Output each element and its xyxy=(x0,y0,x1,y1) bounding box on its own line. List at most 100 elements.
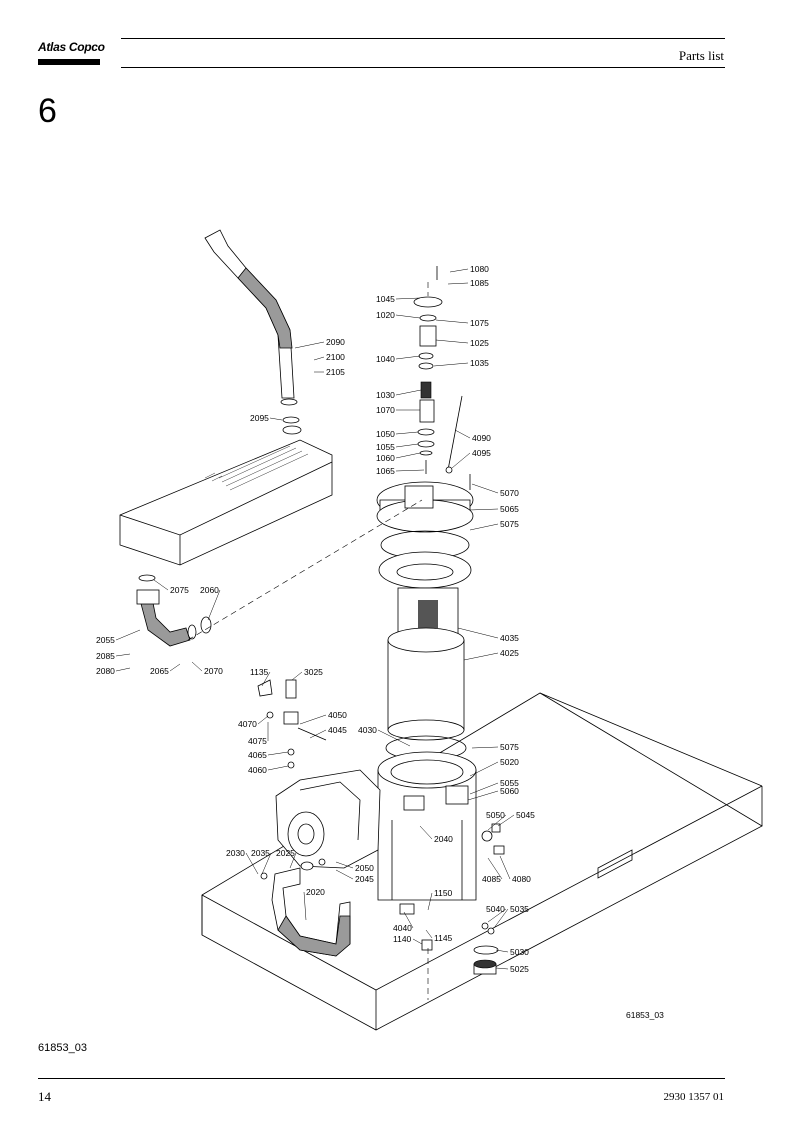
callout-5030: 5030 xyxy=(510,947,529,957)
callout-leader xyxy=(433,362,469,367)
footer-rule xyxy=(38,1078,725,1079)
callout-leader xyxy=(463,652,499,661)
callout-leader xyxy=(115,667,131,672)
callout-leader xyxy=(427,892,433,911)
callout-leader xyxy=(395,443,419,448)
callout-leader xyxy=(294,341,325,349)
header-rule-top xyxy=(121,38,725,39)
callout-4070: 4070 xyxy=(238,719,257,729)
callout-leader xyxy=(335,861,354,869)
callout-leader xyxy=(261,671,271,687)
callout-1020: 1020 xyxy=(376,310,395,320)
callout-leader xyxy=(403,911,414,929)
callout-5035: 5035 xyxy=(510,904,529,914)
callout-leader xyxy=(419,825,433,840)
callout-1055: 1055 xyxy=(376,442,395,452)
callout-4030: 4030 xyxy=(358,725,377,735)
callout-leader xyxy=(493,908,509,929)
callout-leader xyxy=(169,663,181,672)
oil-cooler xyxy=(119,439,333,566)
callout-leader xyxy=(457,627,499,639)
callout-leader xyxy=(245,852,259,875)
callout-1070: 1070 xyxy=(376,405,395,415)
callout-leader xyxy=(395,314,421,319)
callout-leader xyxy=(261,852,272,875)
callout-leader xyxy=(471,483,499,494)
callout-2040: 2040 xyxy=(434,834,453,844)
callout-leader xyxy=(469,523,499,531)
guide-line-a xyxy=(187,499,423,641)
callout-2045: 2045 xyxy=(355,874,374,884)
callout-1085: 1085 xyxy=(470,278,489,288)
callout-leader xyxy=(291,671,303,681)
callout-5075: 5075 xyxy=(500,519,519,529)
callout-1045: 1045 xyxy=(376,294,395,304)
callout-2080: 2080 xyxy=(96,666,115,676)
callout-4080: 4080 xyxy=(512,874,531,884)
callout-leader xyxy=(395,452,421,459)
callout-leader xyxy=(469,761,499,777)
drawing-id: 61853_03 xyxy=(626,1010,664,1020)
callout-2050: 2050 xyxy=(355,863,374,873)
lower-left-pipe xyxy=(136,574,212,647)
callout-leader xyxy=(335,869,354,880)
callout-3025: 3025 xyxy=(304,667,323,677)
callout-4050: 4050 xyxy=(328,710,347,720)
logo-bar xyxy=(38,59,100,65)
callout-leader xyxy=(115,629,141,641)
callout-leader xyxy=(451,452,471,469)
callout-5075: 5075 xyxy=(500,742,519,752)
callout-4075: 4075 xyxy=(248,736,267,746)
callout-5025: 5025 xyxy=(510,964,529,974)
callout-2030: 2030 xyxy=(226,848,245,858)
callout-5020: 5020 xyxy=(500,757,519,767)
callout-leader xyxy=(425,929,433,939)
callout-2100: 2100 xyxy=(326,352,345,362)
callout-2075: 2075 xyxy=(170,585,189,595)
callout-leader xyxy=(289,852,297,869)
callout-1035: 1035 xyxy=(470,358,489,368)
base-frame xyxy=(201,692,763,1031)
callout-4035: 4035 xyxy=(500,633,519,643)
callout-leader xyxy=(497,814,515,827)
callout-2085: 2085 xyxy=(96,651,115,661)
callout-2025: 2025 xyxy=(276,848,295,858)
callout-leader xyxy=(435,319,469,324)
callout-leader xyxy=(412,938,423,945)
callout-leader xyxy=(267,765,289,771)
callout-leader xyxy=(313,356,325,361)
callout-1075: 1075 xyxy=(470,318,489,328)
callout-5050: 5050 xyxy=(486,810,505,820)
callout-5040: 5040 xyxy=(486,904,505,914)
callout-4040: 4040 xyxy=(393,923,412,933)
discharge-pipe xyxy=(260,858,351,957)
drain-parts xyxy=(399,823,505,975)
callout-2095: 2095 xyxy=(250,413,269,423)
callout-1080: 1080 xyxy=(470,264,489,274)
callout-1030: 1030 xyxy=(376,390,395,400)
atlas-copco-logo: Atlas Copco xyxy=(38,40,105,68)
logo-wordmark: Atlas Copco xyxy=(38,40,105,54)
figure-id: 61853_03 xyxy=(38,1042,87,1054)
callout-leader xyxy=(449,268,469,273)
callout-2020: 2020 xyxy=(306,887,325,897)
callout-leader xyxy=(454,429,471,439)
callout-1145: 1145 xyxy=(434,933,453,943)
callout-leader xyxy=(309,729,327,739)
callout-leader xyxy=(395,389,422,396)
callout-1065: 1065 xyxy=(376,466,395,476)
callout-leader xyxy=(487,908,507,923)
callout-4095: 4095 xyxy=(472,448,491,458)
callout-1150: 1150 xyxy=(434,888,453,898)
callout-1040: 1040 xyxy=(376,354,395,364)
callout-1060: 1060 xyxy=(376,453,395,463)
callout-leader xyxy=(495,967,509,970)
callout-5045: 5045 xyxy=(516,810,535,820)
callout-leader xyxy=(115,653,131,657)
callout-leader xyxy=(153,579,169,591)
callout-leader xyxy=(495,949,509,953)
callout-leader xyxy=(499,855,511,880)
callout-leader xyxy=(471,746,499,749)
callout-5055: 5055 xyxy=(500,778,519,788)
